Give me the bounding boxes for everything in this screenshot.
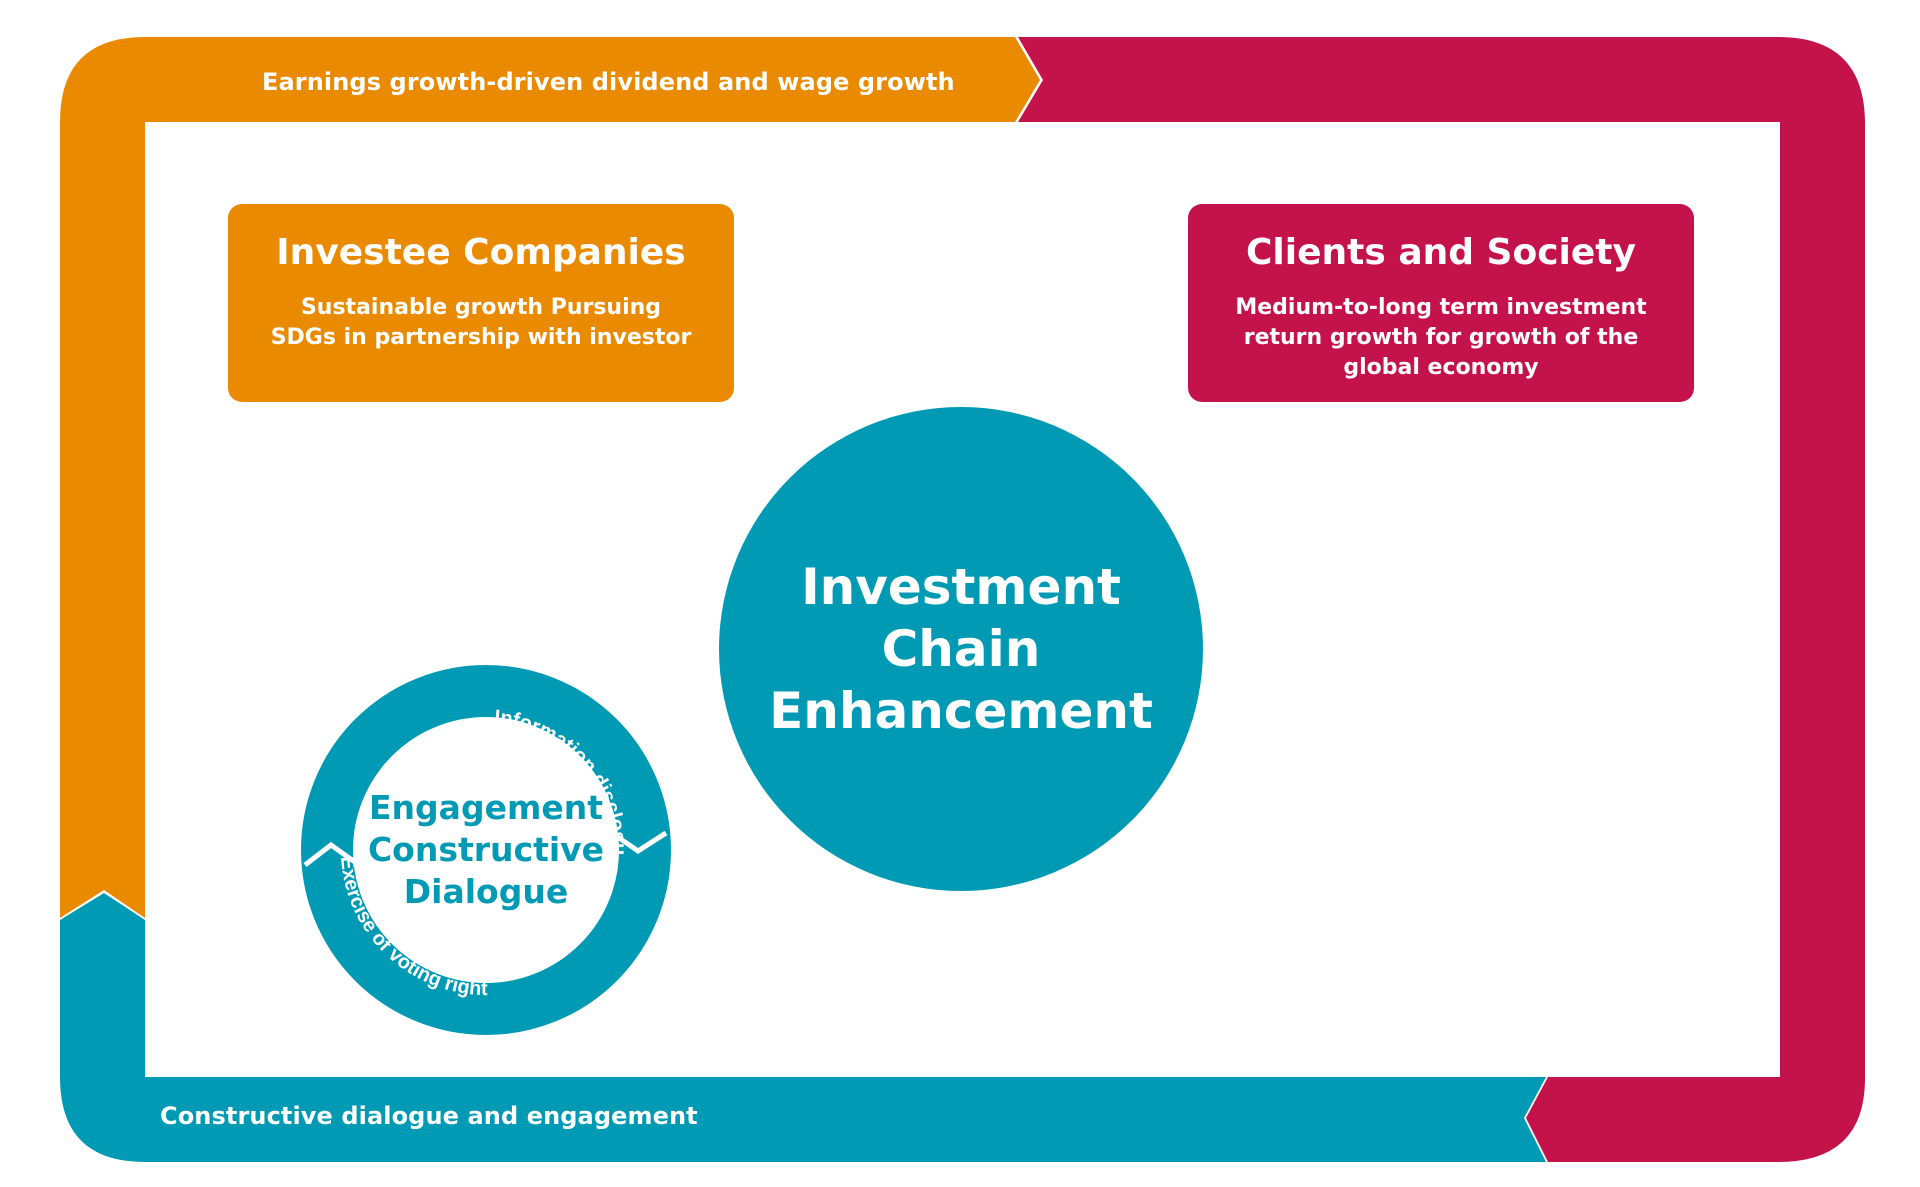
investment-chain-circle: Investment Chain Enhancement — [719, 407, 1203, 891]
engagement-line1: Engagement — [369, 788, 603, 827]
investee-text: Sustainable growth Pursuing SDGs in part… — [270, 295, 692, 350]
bottom-flow-label: Constructive dialogue and engagement — [160, 1102, 698, 1130]
engagement-line3: Dialogue — [403, 872, 569, 911]
crimson-flow-arrow — [1018, 37, 1865, 1162]
center-title-line2: Enhancement — [769, 682, 1153, 740]
ring-notch-right — [610, 830, 668, 855]
engagement-center-label: Engagement Constructive Dialogue — [356, 720, 616, 980]
center-title-line1: Investment Chain — [801, 558, 1121, 678]
engagement-line2: Constructive — [367, 830, 605, 869]
investee-title: Investee Companies — [276, 232, 686, 273]
clients-title: Clients and Society — [1246, 232, 1636, 273]
top-flow-label: Earnings growth-driven dividend and wage… — [262, 68, 955, 96]
investee-companies-box: Investee Companies Sustainable growth Pu… — [228, 204, 734, 402]
clients-society-box: Clients and Society Medium-to-long term … — [1188, 204, 1694, 402]
teal-flow-arrow — [60, 893, 1546, 1162]
ring-notch-left — [303, 841, 361, 868]
clients-text: Medium-to-long term investment return gr… — [1235, 295, 1647, 380]
